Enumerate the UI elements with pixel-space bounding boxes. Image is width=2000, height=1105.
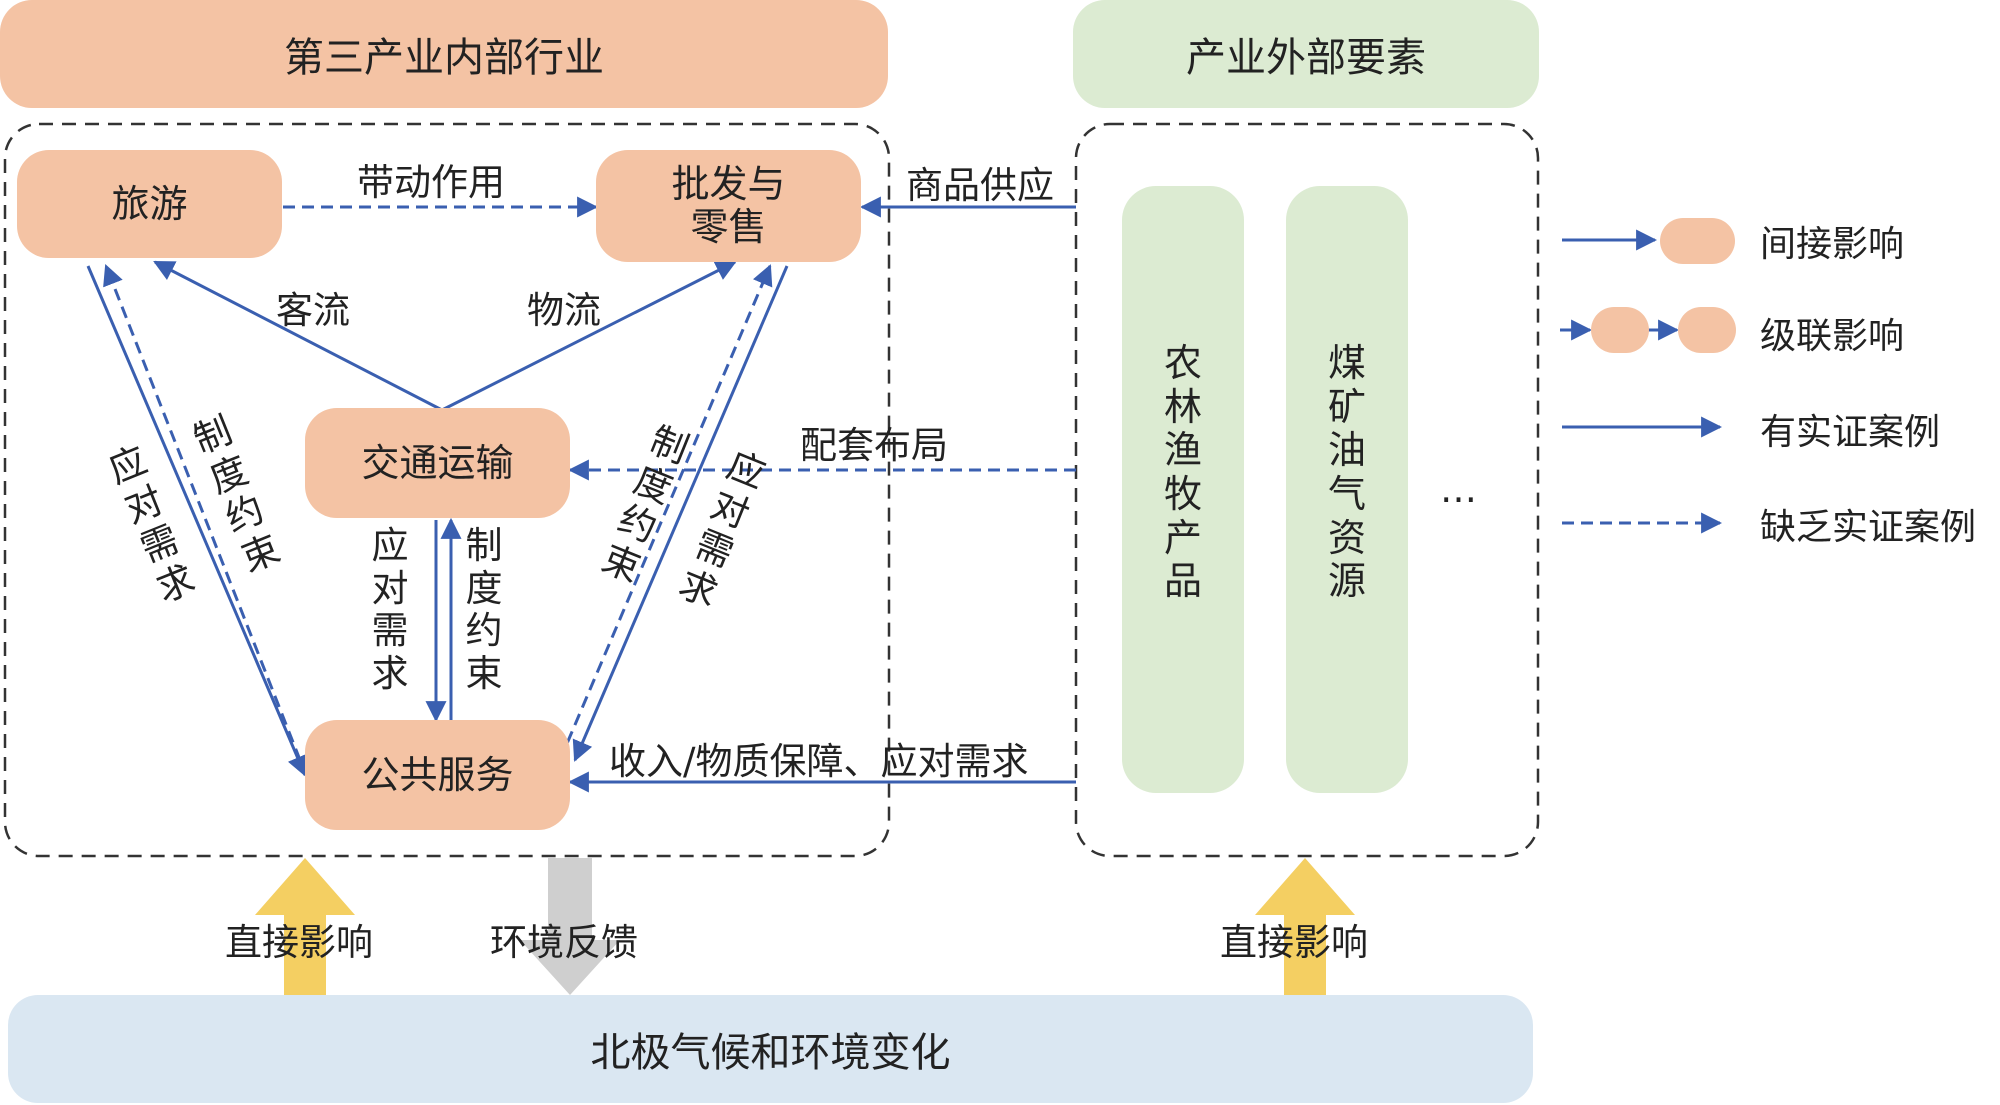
external-resources-label: 煤矿油气资源 xyxy=(1327,341,1366,604)
label-transport-institutional: 制度约束 xyxy=(465,524,503,695)
external-ellipsis: … xyxy=(1440,468,1477,511)
node-public-service: 公共服务 xyxy=(305,720,570,830)
label-driving: 带动作用 xyxy=(357,161,505,204)
node-tourism-label: 旅游 xyxy=(111,181,188,226)
node-tourism: 旅游 xyxy=(17,150,282,258)
external-factors-frame xyxy=(1074,122,1540,858)
legend-cascade-node-2 xyxy=(1678,307,1736,353)
external-agri-label: 农林渔牧产品 xyxy=(1163,341,1202,604)
node-public-service-label: 公共服务 xyxy=(361,752,514,797)
legend-lack-label: 缺乏实证案例 xyxy=(1760,507,1977,548)
header-tertiary-industry-label: 第三产业内部行业 xyxy=(284,35,604,81)
node-retail: 批发与 零售 xyxy=(596,150,861,262)
label-goods-supply: 商品供应 xyxy=(906,164,1054,207)
header-external-factors: 产业外部要素 xyxy=(1073,0,1539,108)
legend-empirical-label: 有实证案例 xyxy=(1760,412,1941,453)
arctic-climate-bar: 北极气候和环境变化 xyxy=(8,995,1533,1103)
legend-indirect-label: 间接影响 xyxy=(1760,224,1905,265)
arctic-climate-label: 北极气候和环境变化 xyxy=(590,1030,951,1076)
environment-feedback-arrow xyxy=(520,858,620,995)
header-tertiary-industry: 第三产业内部行业 xyxy=(0,0,888,108)
node-transport-label: 交通运输 xyxy=(361,440,514,485)
direct-impact-arrow-left xyxy=(255,858,355,995)
label-transport-demand: 应对需求 xyxy=(371,524,409,695)
label-direct-impact-right: 直接影响 xyxy=(1220,921,1368,964)
direct-impact-arrow-right xyxy=(1255,858,1355,995)
edge-public-retail-dashed xyxy=(558,264,773,761)
label-income: 收入/物质保障、应对需求 xyxy=(609,740,1029,783)
label-passenger: 客流 xyxy=(276,289,350,332)
legend-cascade-label: 级联影响 xyxy=(1760,316,1905,357)
edge-public-tourism-dashed xyxy=(103,264,302,761)
legend-indirect-node xyxy=(1660,218,1735,264)
label-logistics: 物流 xyxy=(527,289,601,332)
legend-cascade-node-1 xyxy=(1591,307,1649,353)
edge-tourism-public-solid xyxy=(86,265,308,777)
external-resources-bar xyxy=(1286,186,1408,793)
label-direct-impact-left: 直接影响 xyxy=(225,921,373,964)
external-agri-bar xyxy=(1122,186,1244,793)
node-transport: 交通运输 xyxy=(305,408,570,518)
header-external-factors-label: 产业外部要素 xyxy=(1186,35,1426,81)
label-environment-feedback: 环境反馈 xyxy=(490,921,638,964)
internal-industry-frame xyxy=(3,122,891,858)
edge-transport-retail xyxy=(441,260,737,412)
label-supporting-layout: 配套布局 xyxy=(800,424,948,467)
edge-transport-tourism xyxy=(153,260,443,412)
node-retail-label: 批发与 零售 xyxy=(671,162,786,249)
edge-retail-public-solid xyxy=(572,265,789,762)
